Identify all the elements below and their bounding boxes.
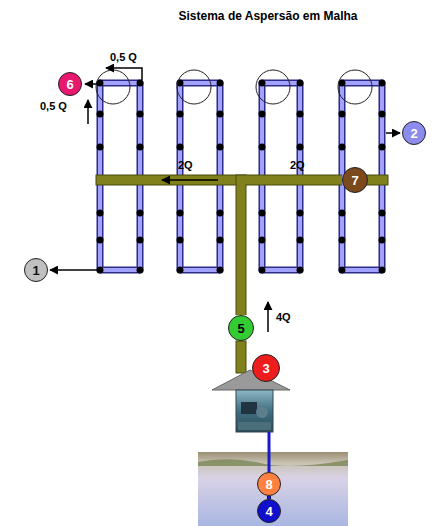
flow-label: 2Q <box>178 159 193 171</box>
flow-label: 0,5 Q <box>40 100 67 112</box>
suction-pipe <box>269 432 270 472</box>
point-marker: 6 <box>58 72 82 96</box>
marker-number: 8 <box>265 478 272 491</box>
flow-label: 2Q <box>290 159 305 171</box>
manifold-pipe <box>96 175 388 373</box>
marker-number: 2 <box>410 127 417 140</box>
flow-arrows <box>50 68 400 332</box>
pump-picture <box>212 370 290 432</box>
point-marker: 1 <box>24 258 48 282</box>
marker-number: 5 <box>237 322 244 335</box>
pipe-connector <box>241 180 342 315</box>
marker-number: 3 <box>262 362 269 375</box>
point-marker: 8 <box>257 472 281 496</box>
diagram-title: Sistema de Aspersão em Malha <box>179 9 358 23</box>
point-marker: 7 <box>342 167 368 193</box>
marker-number: 4 <box>265 505 272 518</box>
flow-label: 4Q <box>276 311 291 323</box>
loop-circles <box>96 70 372 104</box>
marker-number: 7 <box>351 174 358 187</box>
point-marker: 2 <box>402 121 426 145</box>
water-source <box>198 452 348 526</box>
flow-label: 0,5 Q <box>110 51 137 63</box>
marker-number: 6 <box>66 78 73 91</box>
point-marker: 4 <box>257 499 281 523</box>
point-marker: 3 <box>252 354 280 382</box>
marker-number: 1 <box>32 264 39 277</box>
point-marker: 5 <box>228 315 254 341</box>
